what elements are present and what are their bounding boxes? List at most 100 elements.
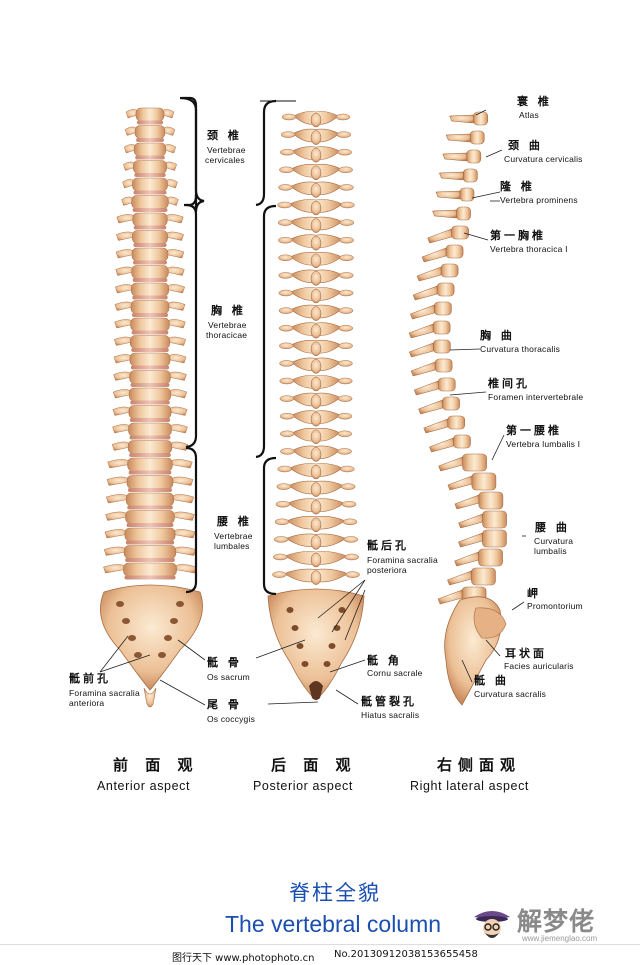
caption-anterior-zh: 前 面 观 <box>113 756 199 774</box>
spinous-process-lateral <box>442 152 468 162</box>
vertebral-body-lateral <box>473 111 488 126</box>
vertebral-body <box>125 510 175 524</box>
label-promontory-zh: 岬 <box>527 587 541 600</box>
spinous-process <box>310 130 322 145</box>
intervertebral-disc <box>132 278 168 282</box>
spinous-process-lateral <box>439 171 464 181</box>
transverse-process-right <box>339 236 354 244</box>
transverse-process-left <box>277 201 292 209</box>
spinous-process <box>310 271 322 286</box>
transverse-process-right <box>341 483 356 490</box>
label-thoracic-i-la: Vertebra thoracica I <box>490 244 568 254</box>
label-sacral-cornu-la: Cornu sacrale <box>367 668 423 678</box>
posterior-sacral-foramen <box>301 661 309 667</box>
posterior-sacral-foramen <box>338 607 346 613</box>
anterior-sacral-foramen <box>158 652 166 658</box>
spinous-process <box>310 183 322 198</box>
transverse-process-right <box>342 518 358 525</box>
intervertebral-disc <box>133 243 167 247</box>
intervertebral-disc <box>128 470 172 475</box>
vertebral-body <box>128 422 172 437</box>
transverse-process-right <box>340 465 355 473</box>
vertebral-body-lateral <box>445 244 464 259</box>
spinous-process <box>310 517 322 533</box>
vertebral-body-lateral <box>447 415 466 430</box>
label-lumbar-i-zh: 第一腰椎 <box>506 424 562 437</box>
label-lumbar-zh: 腰 椎 <box>217 515 252 528</box>
spinous-process-lateral <box>413 380 439 396</box>
label-lumbar-curve-zh: 腰 曲 <box>535 521 570 534</box>
transverse-process-left <box>279 395 295 402</box>
vertebral-body <box>123 562 177 577</box>
lateral-spine-illustration <box>408 111 507 706</box>
spinous-process <box>310 288 322 304</box>
sacrum-posterior <box>267 588 365 701</box>
vertebral-body <box>129 370 171 384</box>
intervertebral-disc <box>127 505 173 510</box>
transverse-process-left <box>279 413 295 420</box>
vertebral-body <box>128 405 172 419</box>
vertebral-body <box>135 107 165 122</box>
transverse-process-right <box>335 113 351 121</box>
transverse-process-right <box>337 448 352 455</box>
spinous-process <box>310 552 322 568</box>
intervertebral-disc <box>136 138 164 142</box>
anterior-lumbar-brace <box>185 446 198 594</box>
label-cervical-curve-zh: 颈 曲 <box>508 139 543 152</box>
vertebral-body <box>131 195 169 209</box>
vertebral-body-lateral <box>442 396 460 411</box>
label-foramen-zh: 椎间孔 <box>488 377 530 390</box>
caption-lateral-en: Right lateral aspect <box>410 779 530 793</box>
label-sacral-hiatus-zh: 骶管裂孔 <box>361 695 417 708</box>
spinous-process-lateral <box>410 361 436 377</box>
intervertebral-disc <box>125 558 175 562</box>
label-cervical-curve-la: Curvatura cervicalis <box>504 154 583 164</box>
transverse-process-left <box>274 518 290 525</box>
spinous-process-lateral <box>409 342 434 358</box>
transverse-process-right <box>339 184 354 191</box>
spinous-process <box>310 394 322 409</box>
transverse-process-left <box>276 483 291 490</box>
vertebral-body <box>133 160 167 174</box>
label-lumbar-i-la: Vertebra lumbalis I <box>506 439 581 449</box>
vertebral-body <box>130 300 170 314</box>
vertebral-body-lateral <box>478 548 503 567</box>
spinous-process <box>310 570 322 585</box>
anterior-cervical-brace <box>179 96 205 213</box>
vertebral-body <box>129 352 171 367</box>
transverse-process-left <box>277 219 293 226</box>
label-lumbar-la-1: Vertebrae <box>214 531 253 541</box>
transverse-process-right <box>343 536 359 543</box>
label-lumbar-curve-la-2: lumbalis <box>534 546 567 556</box>
transverse-process-left <box>279 377 294 385</box>
label-lumbar-la-2: lumbales <box>214 541 250 551</box>
watermark-logo-icon <box>474 911 510 938</box>
vertebral-body <box>127 440 173 454</box>
spinous-process <box>310 200 322 216</box>
label-thoracic-i-zh: 第一胸椎 <box>490 229 546 242</box>
intervertebral-disc <box>131 348 169 352</box>
watermark-text-zh: 解梦佬 <box>517 907 596 936</box>
anterior-sacral-foramen <box>164 635 172 641</box>
transverse-process-left <box>279 360 294 367</box>
label-posterior-sacral-foramina-la-1: Foramina sacralia <box>367 555 438 565</box>
sacral-hiatus <box>309 681 323 700</box>
transverse-process-right <box>337 395 353 402</box>
label-thoracic-curve-zh: 胸 曲 <box>480 329 515 342</box>
transverse-process-right <box>339 272 354 279</box>
vertebral-body-lateral <box>478 491 504 510</box>
sacrum <box>100 584 203 691</box>
vertebral-body <box>132 177 168 192</box>
vertebral-body-lateral <box>440 263 459 278</box>
vertebral-body-lateral <box>459 187 475 202</box>
spinous-process-lateral <box>412 285 438 301</box>
transverse-process-right <box>341 501 357 508</box>
vertebral-body <box>127 457 173 472</box>
posterior-sacral-foramen <box>323 661 331 667</box>
transverse-process-left <box>279 166 294 174</box>
posterior-cervical-brace <box>255 99 277 207</box>
leader-lines <box>99 109 526 706</box>
intervertebral-disc <box>133 260 167 265</box>
transverse-process-left <box>278 236 293 244</box>
